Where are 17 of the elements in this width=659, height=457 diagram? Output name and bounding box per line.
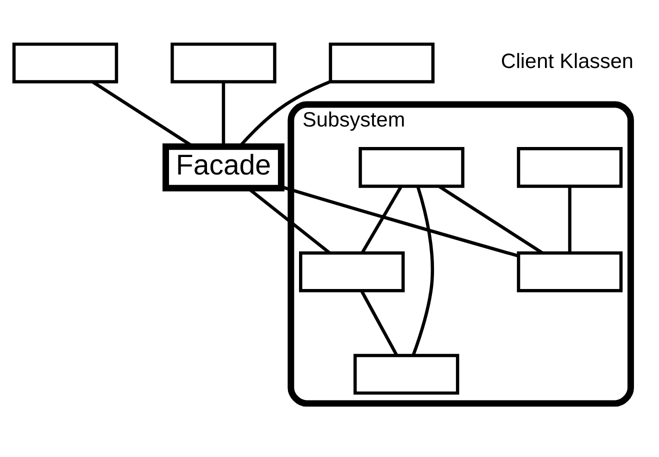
node-box xyxy=(328,42,435,83)
connector xyxy=(438,184,544,254)
connector xyxy=(412,185,434,356)
node-box: Facade xyxy=(162,142,284,191)
connector xyxy=(360,185,403,254)
node-box xyxy=(299,250,405,292)
connector xyxy=(360,290,398,356)
cluster: Subsystem xyxy=(288,100,634,406)
node-box xyxy=(516,250,623,292)
node-box xyxy=(12,42,118,83)
node-box xyxy=(170,42,276,83)
connector xyxy=(222,82,226,146)
node-box xyxy=(516,146,623,188)
connector xyxy=(568,186,572,252)
node-box xyxy=(354,353,460,394)
node-box xyxy=(358,146,464,188)
label: Client Klassen xyxy=(500,49,634,72)
